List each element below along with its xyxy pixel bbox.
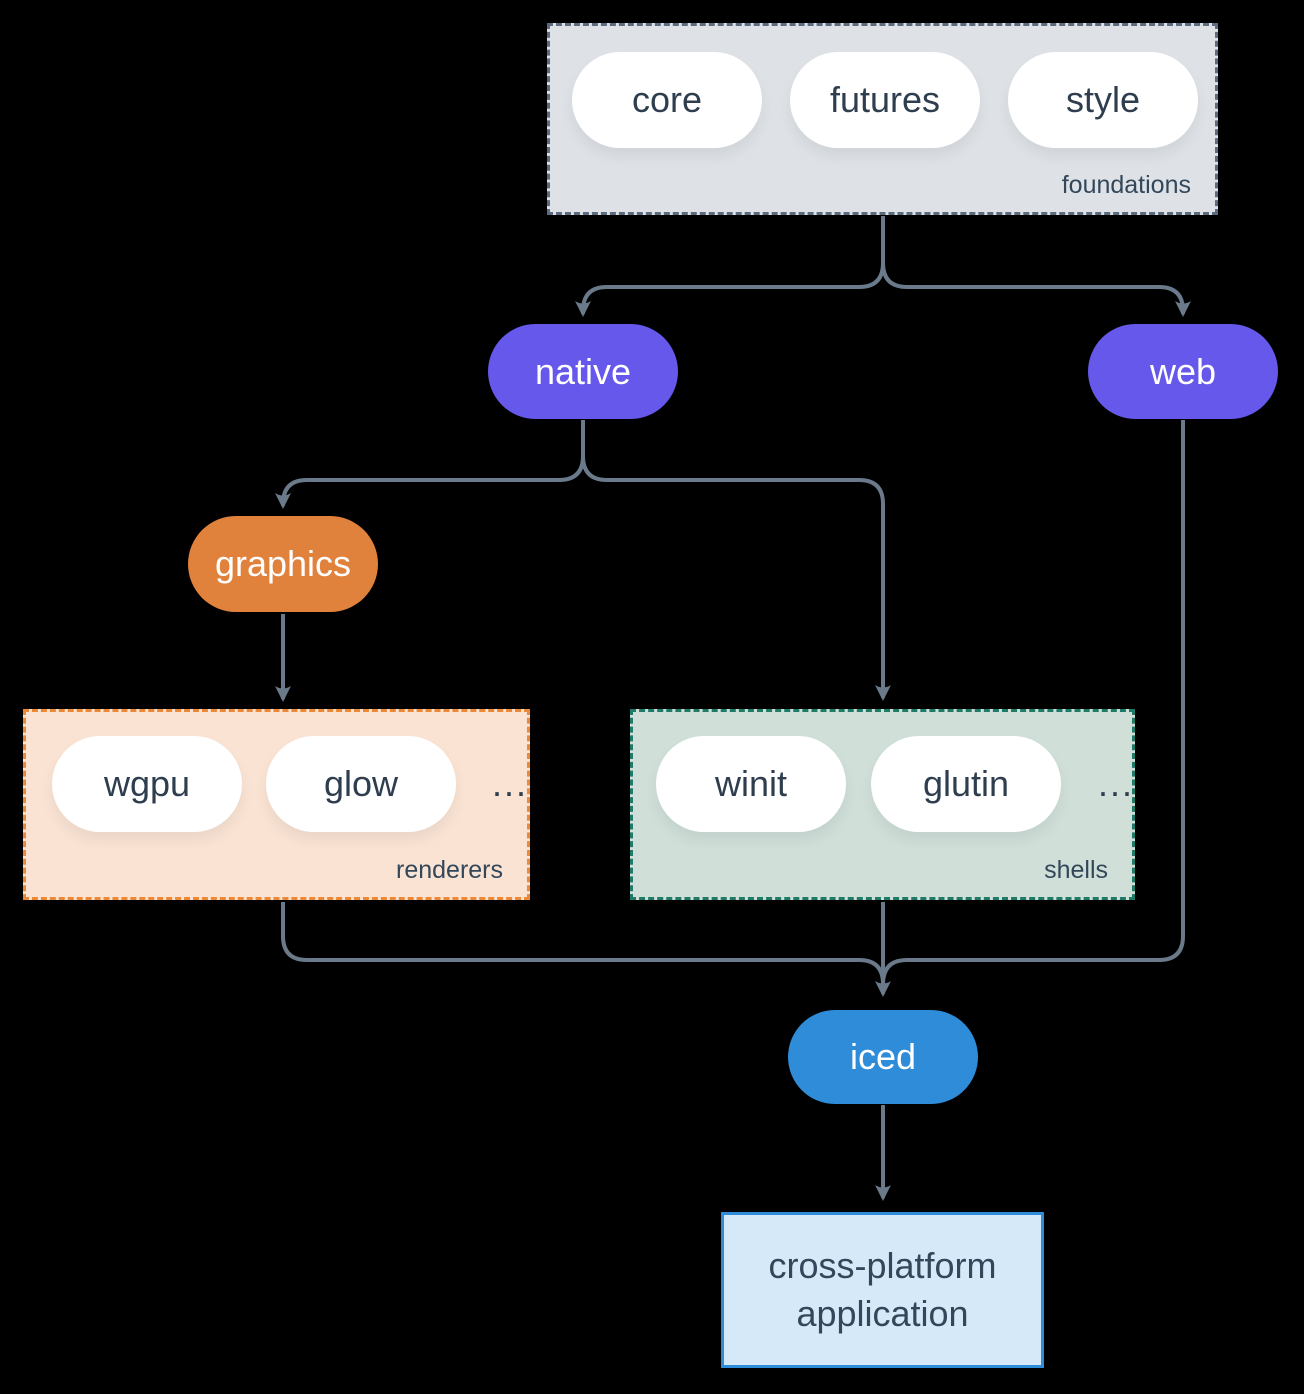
shells-ellipsis: ...	[1098, 763, 1135, 804]
node-winit-label: winit	[714, 763, 788, 804]
group-shells: winit glutin ... shells	[630, 709, 1135, 900]
node-glow: glow	[266, 736, 456, 832]
edge-web-iced	[881, 420, 1185, 985]
node-application: cross-platform application	[721, 1212, 1044, 1368]
edge-renderers-iced	[281, 902, 885, 985]
group-renderers: wgpu glow ... renderers	[23, 709, 530, 900]
node-core: core	[572, 52, 762, 148]
edge-foundations-native	[575, 216, 885, 317]
node-graphics-label: graphics	[214, 543, 352, 584]
group-renderers-label: renderers	[396, 856, 503, 884]
node-wgpu-label: wgpu	[103, 763, 191, 804]
node-style-label: style	[1065, 79, 1141, 120]
node-core-label: core	[631, 79, 703, 120]
edge-native-graphics	[275, 420, 585, 509]
node-glutin: glutin	[871, 736, 1061, 832]
node-winit: winit	[656, 736, 846, 832]
node-iced-label: iced	[849, 1036, 917, 1077]
renderers-ellipsis: ...	[492, 763, 529, 804]
node-application-label: cross-platform application	[768, 1245, 997, 1334]
node-web-label: web	[1149, 350, 1217, 392]
node-native: native	[488, 324, 678, 419]
node-web: web	[1088, 324, 1278, 419]
node-futures-label: futures	[829, 79, 941, 120]
node-style: style	[1008, 52, 1198, 148]
edge-foundations-web	[881, 216, 1191, 317]
group-foundations-label: foundations	[1061, 171, 1191, 199]
node-glutin-label: glutin	[922, 763, 1010, 804]
group-foundations: core futures style foundations	[547, 23, 1218, 215]
node-iced: iced	[788, 1010, 978, 1104]
node-graphics: graphics	[188, 516, 378, 612]
node-wgpu: wgpu	[52, 736, 242, 832]
group-shells-label: shells	[1044, 856, 1108, 884]
node-native-label: native	[534, 350, 632, 392]
edge-native-shells	[581, 420, 891, 701]
node-glow-label: glow	[323, 763, 399, 804]
node-futures: futures	[790, 52, 980, 148]
